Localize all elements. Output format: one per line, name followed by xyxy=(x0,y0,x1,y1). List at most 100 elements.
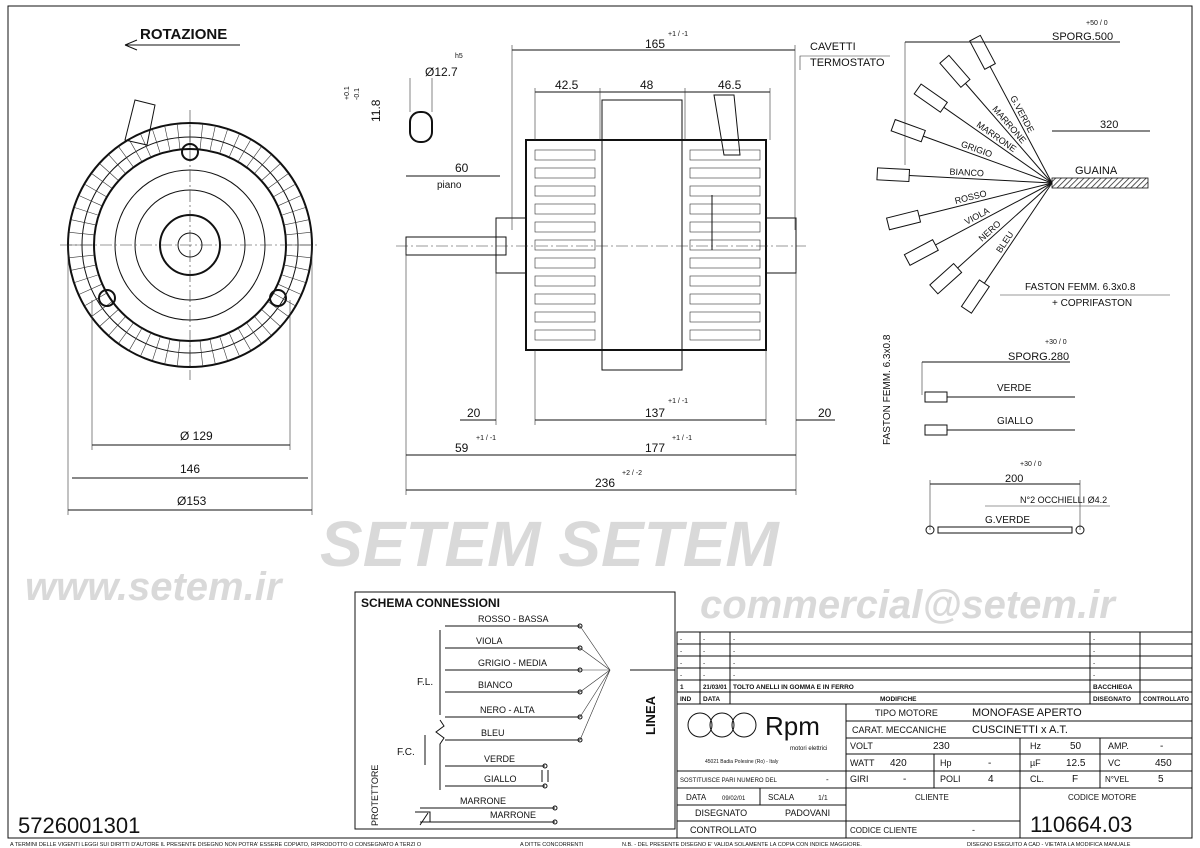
thermostat-label-2: TERMOSTATO xyxy=(810,57,885,69)
terminal-icon xyxy=(577,737,583,743)
schematic-label: GIALLO xyxy=(484,774,517,784)
watt-label: WATT xyxy=(850,758,875,768)
schematic-label: NERO - ALTA xyxy=(480,705,535,715)
footer: A TERMINI DELLE VIGENTI LEGGI SUI DIRITT… xyxy=(10,842,1131,848)
wire-giallo: GIALLO xyxy=(997,416,1033,427)
tipo-label: TIPO MOTORE xyxy=(875,708,938,718)
amp-label: AMP. xyxy=(1108,741,1129,751)
harness-wire xyxy=(989,66,1053,184)
wire-g-verde: G.VERDE xyxy=(985,515,1030,526)
cooling-fin xyxy=(246,146,262,167)
stator-fin xyxy=(689,239,761,251)
faston-connector-icon xyxy=(969,34,997,70)
stator-fin xyxy=(534,167,596,179)
flat-label: piano xyxy=(437,180,462,191)
cooling-fin xyxy=(254,154,272,174)
revision-cell: - xyxy=(733,660,735,667)
revision-cell: - xyxy=(1093,636,1095,643)
stator-fin xyxy=(534,293,596,305)
stator-fin xyxy=(689,257,761,269)
cooling-fin xyxy=(71,264,96,271)
faston-connector-icon xyxy=(890,118,926,143)
cooling-fin xyxy=(164,339,171,364)
cooling-fin xyxy=(284,264,309,271)
schematic-label: ROSSO - BASSA xyxy=(478,614,549,624)
stator-fin xyxy=(534,203,596,215)
revision-cell: TOLTO ANELLI IN GOMMA E IN FERRO xyxy=(733,684,854,691)
cooling-fin xyxy=(74,274,98,283)
wire-label: BIANCO xyxy=(949,167,984,179)
ground-lead: 200 +30 / 0 N°2 OCCHIELLI Ø4.2 G.VERDE xyxy=(925,461,1110,535)
amp-value: - xyxy=(1160,741,1163,752)
terminal-icon xyxy=(542,763,548,769)
watermark: www.setem.ir SETEM SETEM commercial@sete… xyxy=(25,508,1117,627)
carat-value: CUSCINETTI x A.T. xyxy=(972,724,1068,736)
stator-fin xyxy=(534,311,596,323)
cooling-fin xyxy=(85,184,107,197)
harness-wire xyxy=(918,182,1053,217)
cooling-fin xyxy=(177,341,181,366)
giri-label: GIRI xyxy=(850,774,869,784)
schematic-label: BLEU xyxy=(481,728,505,738)
poli-value: 4 xyxy=(988,774,994,785)
cooling-fin xyxy=(199,124,203,149)
codice-motore-value: 110664.03 xyxy=(1030,812,1132,837)
dim-46-5: 46.5 xyxy=(718,78,742,92)
cooling-fin xyxy=(91,173,112,189)
cooling-fin xyxy=(108,154,126,174)
revision-cell: - xyxy=(703,672,705,679)
dim-236: 236 xyxy=(595,476,615,490)
harness-wire xyxy=(965,83,1053,184)
sheath-length: 320 xyxy=(1100,119,1118,131)
line-connection xyxy=(579,625,611,671)
schematic-label: VIOLA xyxy=(476,636,503,646)
cooling-fin xyxy=(199,341,203,366)
sostituisce-label: SOSTITUISCE PARI NUMERO DEL xyxy=(680,778,778,784)
cooling-fin xyxy=(286,254,311,258)
stator-fin xyxy=(689,221,761,233)
cooling-fin xyxy=(79,195,102,206)
cooling-fin xyxy=(118,146,134,167)
cooling-fin xyxy=(118,323,134,344)
schematic-label: BIANCO xyxy=(478,680,513,690)
stator-fin xyxy=(689,149,761,161)
winding-icon xyxy=(424,630,445,790)
cooling-fin xyxy=(261,309,281,327)
terminal-icon xyxy=(552,805,558,811)
stator-fin xyxy=(534,329,596,341)
data-value: 09/02/01 xyxy=(722,796,746,802)
harness-wire xyxy=(923,135,1053,184)
part-number: 5726001301 xyxy=(18,813,140,838)
front-view: ROTAZIONE Ø 129 146 Ø153 xyxy=(60,26,320,515)
stator-fin xyxy=(689,293,761,305)
fl-label: F.L. xyxy=(417,677,433,688)
codice-motore-label: CODICE MOTORE xyxy=(1068,793,1136,802)
schematic-label: GRIGIO - MEDIA xyxy=(478,658,547,668)
cooling-fin xyxy=(85,293,107,306)
rotation-label: ROTAZIONE xyxy=(140,26,227,43)
cl-label: CL. xyxy=(1030,774,1044,784)
scala-value: 1/1 xyxy=(818,795,828,802)
stator-fin xyxy=(689,275,761,287)
cooling-fin xyxy=(129,140,142,162)
cooling-fin xyxy=(209,339,216,364)
ground-length-tol: +30 / 0 xyxy=(1020,461,1042,468)
cooling-fin xyxy=(129,328,142,350)
uf-label: µF xyxy=(1030,758,1041,768)
revision-cell: DISEGNATO xyxy=(1093,696,1131,703)
dim-59: 59 xyxy=(455,441,469,455)
cooling-fin xyxy=(71,219,96,226)
capacitor-icon xyxy=(541,770,549,782)
tipo-value: MONOFASE APERTO xyxy=(972,707,1082,719)
terminal-icon xyxy=(552,819,558,825)
sheath-label: GUAINA xyxy=(1075,165,1118,177)
harness-wire xyxy=(983,182,1053,284)
cooling-fin xyxy=(273,184,295,197)
cooling-fin xyxy=(140,333,151,356)
cooling-fin xyxy=(152,337,161,361)
cooling-fin xyxy=(254,316,272,336)
disegnato-label: DISEGNATO xyxy=(695,808,747,818)
line-connection xyxy=(579,669,611,693)
sostituisce-value: - xyxy=(826,775,829,784)
